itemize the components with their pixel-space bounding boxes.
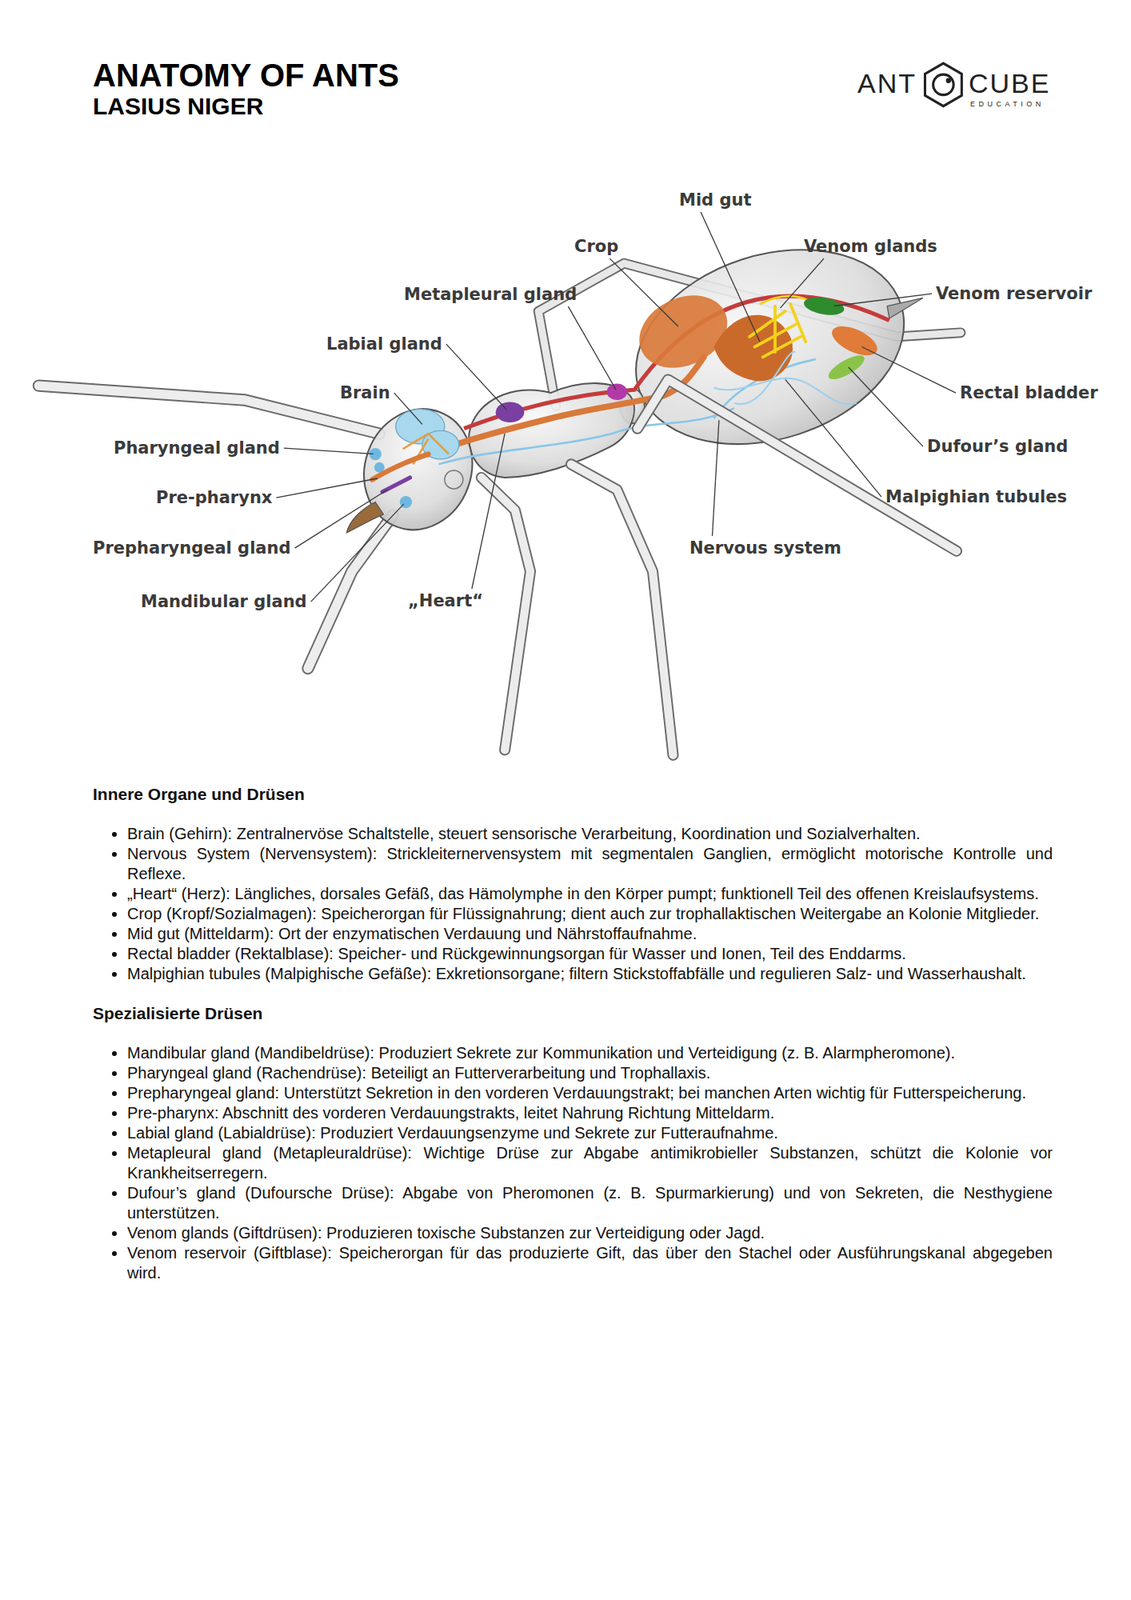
pre-pharynx (371, 454, 428, 480)
crop (627, 281, 740, 382)
bullet-item: Brain (Gehirn): Zentralnervöse Schaltste… (127, 823, 1053, 844)
bullet-item: Mid gut (Mitteldarm): Ort der enzymatisc… (127, 923, 1053, 944)
logo-circle (933, 74, 955, 96)
part-label: Pre-pharynx (155, 487, 272, 508)
part-label: Metapleural gland (403, 284, 577, 304)
body-shell (347, 216, 930, 545)
bullet-item: Prepharyngeal gland: Unterstützt Sekreti… (127, 1083, 1053, 1104)
gut-tube (428, 356, 704, 454)
leader-line (609, 258, 679, 327)
logo-dot (946, 78, 952, 84)
leg (637, 379, 957, 551)
leg (481, 477, 531, 751)
venom-gland (749, 303, 806, 357)
rectal-bladder (827, 319, 882, 361)
leader-line (700, 211, 760, 342)
bullet-list: Brain (Gehirn): Zentralnervöse Schaltste… (92, 823, 1053, 984)
eye (444, 470, 464, 489)
logo-text: CUBE (968, 68, 1051, 99)
logo-tagline: EDUCATION (970, 100, 1045, 109)
section-heading: Spezialisierte Drüsen (92, 1003, 1053, 1024)
leg (571, 463, 674, 756)
text-section: Innere Organe und DrüsenBrain (Gehirn): … (92, 783, 1053, 1283)
logo-icon (924, 63, 962, 107)
section-heading: Innere Organe und Drüsen (92, 783, 1053, 804)
leader-line (848, 367, 924, 447)
leader-line (712, 419, 720, 536)
leader-line (785, 379, 882, 497)
near-legs (481, 379, 957, 755)
venom-reservoir (802, 294, 846, 318)
leader-line (283, 447, 374, 454)
part-label: Venom reservoir (935, 283, 1092, 304)
head (347, 393, 489, 545)
part-label: Nervous system (689, 538, 842, 558)
part-label: Crop (574, 236, 619, 256)
antenna (38, 385, 380, 434)
part-label: Mid gut (679, 190, 752, 210)
bullet-item: Nervous System (Nervensystem): Stricklei… (127, 843, 1053, 884)
leader-line (446, 343, 508, 410)
leg (637, 379, 957, 551)
labial-gland (495, 402, 525, 424)
page-title: ANATOMY OF ANTS (92, 57, 400, 93)
leader-line (295, 489, 388, 548)
bullet-item: Labial gland (Labialdrüse): Produziert V… (127, 1123, 1053, 1143)
logo-text: ANT (857, 68, 917, 99)
part-label: Mandibular gland (140, 591, 308, 612)
leg (571, 463, 674, 756)
part-label: Labial gland (326, 334, 443, 354)
organs (369, 281, 890, 508)
leader-line (394, 392, 423, 424)
part-label: Prepharyngeal gland (92, 538, 291, 558)
bullet-item: Mandibular gland (Mandibeldrüse): Produz… (127, 1043, 1053, 1064)
mandible (347, 502, 384, 533)
bullet-item: Venom glands (Giftdrüsen): Produzieren t… (127, 1222, 1053, 1243)
part-label: Brain (339, 383, 391, 403)
bullet-item: „Heart“ (Herz): Längliches, dorsales Gef… (127, 883, 1053, 904)
part-label: Pharyngeal gland (113, 438, 280, 458)
leader-line (861, 347, 956, 394)
metapleural-gland (607, 383, 628, 400)
bullet-list: Mandibular gland (Mandibeldrüse): Produz… (92, 1043, 1053, 1283)
leader-line (779, 258, 824, 308)
malpighian-tubules (714, 351, 858, 404)
leader-line (311, 503, 404, 602)
bullet-item: Rectal bladder (Rektalblase): Speicher- … (127, 943, 1053, 964)
part-label: Dufour’s gland (927, 436, 1068, 456)
part-label: Venom glands (803, 236, 938, 256)
bullet-item: Pharyngeal gland (Rachendrüse): Beteilig… (127, 1063, 1053, 1084)
antenna (38, 385, 380, 434)
bullet-item: Pre-pharynx: Abschnitt des vorderen Verd… (127, 1103, 1053, 1124)
bullet-item: Crop (Kropf/Sozialmagen): Speicherorgan … (127, 903, 1053, 924)
leader-line (567, 306, 616, 390)
antennae (38, 385, 392, 668)
part-label: Rectal bladder (959, 383, 1099, 403)
leader-line (275, 478, 377, 498)
leader-line (471, 433, 505, 589)
subtitle: LASIUS NIGER (92, 92, 264, 120)
part-label: „Heart“ (407, 591, 484, 611)
leader-line (834, 293, 932, 306)
part-label: Malpighian tubules (885, 487, 1068, 507)
dufour-gland (825, 351, 868, 384)
logo-hexagon (924, 63, 962, 107)
sting (887, 297, 924, 319)
bullet-item: Malpighian tubules (Malpighische Gefäße)… (127, 963, 1053, 984)
leg (481, 477, 531, 751)
bullet-item: Dufour’s gland (Dufoursche Drüse): Abgab… (127, 1182, 1053, 1223)
bullet-item: Metapleural gland (Metapleuraldrüse): Wi… (127, 1142, 1053, 1183)
bullet-item: Venom reservoir (Giftblase): Speicherorg… (127, 1242, 1053, 1283)
